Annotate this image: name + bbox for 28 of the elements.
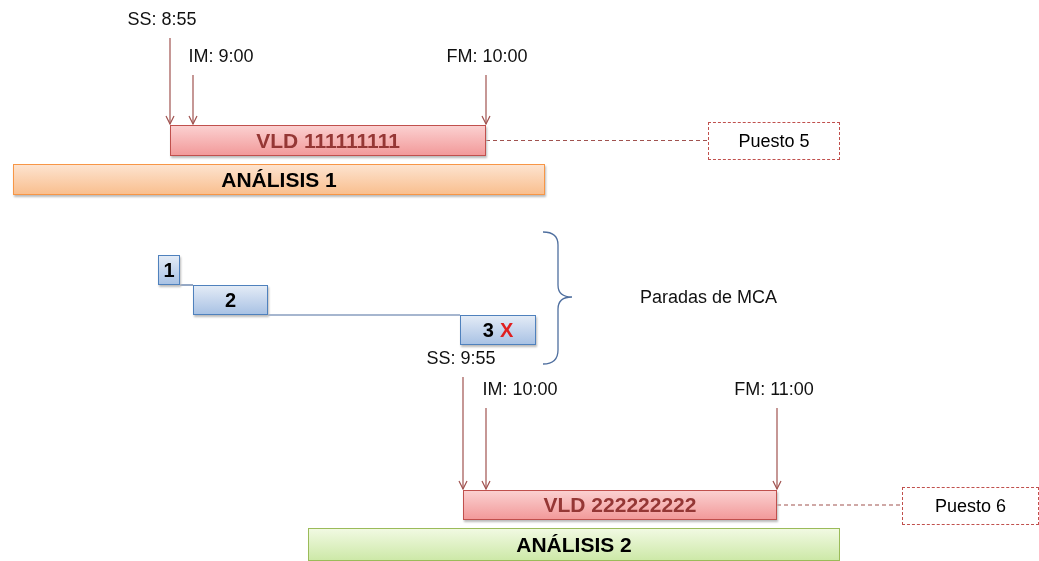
station-box: Puesto 6 xyxy=(902,487,1039,525)
dashed-connector xyxy=(776,504,903,506)
time-label: FM: 10:00 xyxy=(438,45,536,67)
arrow xyxy=(481,407,491,490)
arrow xyxy=(188,74,198,125)
stop-number: 3 xyxy=(482,318,494,342)
time-label: IM: 10:00 xyxy=(472,378,568,400)
stop-box: 1 xyxy=(158,255,180,285)
stop-box: 2 xyxy=(193,285,268,315)
arrow xyxy=(481,74,491,125)
station-box: Puesto 5 xyxy=(708,122,840,160)
group-label: Paradas de MCA xyxy=(640,285,778,309)
arrow xyxy=(458,376,468,490)
analysis-bar: ANÁLISIS 2 xyxy=(308,528,840,561)
time-label: IM: 9:00 xyxy=(185,45,257,67)
analysis-bar: ANÁLISIS 1 xyxy=(13,164,545,195)
time-label: SS: 9:55 xyxy=(422,347,500,369)
stop-box xyxy=(460,315,536,345)
cross-mark: X xyxy=(499,318,514,342)
task-bar: VLD 222222222 xyxy=(463,490,777,520)
dashed-connector xyxy=(485,139,709,142)
connector-line xyxy=(179,284,194,286)
arrow xyxy=(165,37,175,125)
arrow xyxy=(772,407,782,490)
time-label: FM: 11:00 xyxy=(725,378,823,400)
task-bar: VLD 111111111 xyxy=(170,125,486,156)
connector-line xyxy=(267,314,461,316)
time-label: SS: 8:55 xyxy=(130,8,194,30)
